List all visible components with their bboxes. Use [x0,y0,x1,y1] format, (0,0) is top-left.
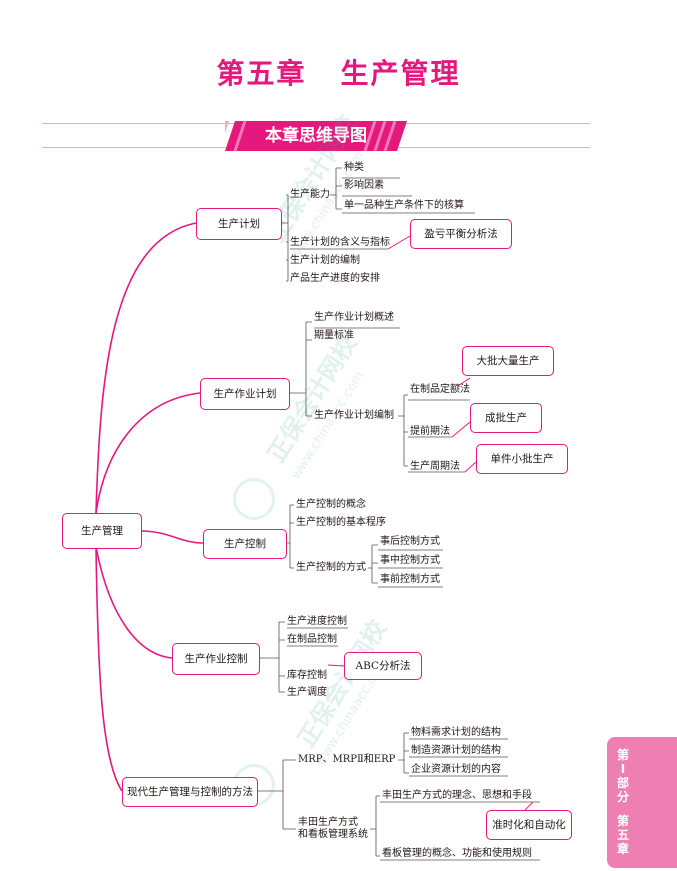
banner-title: 本章思维导图 [265,126,367,146]
node-batch-production: 成批生产 [470,403,542,433]
node-plan-schedule: 产品生产进度的安排 [290,273,380,284]
node-capacity-item: 影响因素 [344,180,384,191]
node-wip-control: 在制品控制 [287,634,337,645]
node-op-compile: 生产作业计划编制 [314,410,394,421]
branch-operation-control: 生产作业控制 [172,643,260,675]
node-cycle-method: 生产周期法 [410,461,460,472]
node-control-procedure: 生产控制的基本程序 [296,517,386,528]
branch-production-plan: 生产计划 [196,208,282,240]
node-jit: 准时化和自动化 [486,810,572,840]
node-control-concept: 生产控制的概念 [296,499,366,510]
section-tab-label: 第 Ⅰ 部 分 第 五 章 [616,748,629,856]
node-mrp-erp: MRP、MRPⅡ和ERP [298,754,396,765]
node-kanban-rules: 看板管理的概念、功能和使用规则 [382,848,532,859]
banner-shape [225,121,407,151]
node-dispatch: 生产调度 [287,687,327,698]
node-control-methods: 生产控制的方式 [296,562,366,573]
node-breakeven: 盈亏平衡分析法 [410,219,512,249]
node-capacity: 生产能力 [290,189,330,200]
node-plan-compile: 生产计划的编制 [290,255,360,266]
chapter-number: 第五章 [216,57,307,90]
node-op-standard: 期量标准 [314,330,354,341]
node-abc-analysis: ABC分析法 [344,652,422,680]
node-mass-production: 大批大量生产 [462,346,554,376]
branch-operation-plan: 生产作业计划 [200,378,290,410]
branch-modern-methods: 现代生产管理与控制的方法 [122,777,258,807]
node-capacity-item: 种类 [344,162,364,173]
node-toyota-idea: 丰田生产方式的理念、思想和手段 [382,790,532,801]
node-control-method-item: 事后控制方式 [380,536,440,547]
node-capacity-item: 单一品种生产条件下的核算 [344,200,464,211]
node-quota-method: 在制品定额法 [410,384,470,395]
node-mrp-item: 企业资源计划的内容 [411,764,501,775]
node-plan-meaning: 生产计划的含义与指标 [290,237,390,248]
node-mrp-item: 制造资源计划的结构 [411,745,501,756]
branch-production-control: 生产控制 [203,529,287,559]
chapter-title: 第五章生产管理 [0,52,677,92]
node-op-overview: 生产作业计划概述 [314,312,394,323]
node-control-method-item: 事中控制方式 [380,555,440,566]
node-mrp-item: 物料需求计划的结构 [411,727,501,738]
watermark-logo-icon [233,478,275,520]
mindmap-root: 生产管理 [62,513,142,549]
node-lead-time-method: 提前期法 [410,426,450,437]
node-inventory-control: 库存控制 [287,670,327,681]
chapter-name: 生产管理 [340,57,461,90]
node-single-production: 单件小批生产 [476,444,568,474]
node-toyota-kanban: 丰田生产方式 和看板管理系统 [298,817,368,840]
node-progress-control: 生产进度控制 [287,616,347,627]
section-tab [607,737,677,868]
node-control-method-item: 事前控制方式 [380,574,440,585]
